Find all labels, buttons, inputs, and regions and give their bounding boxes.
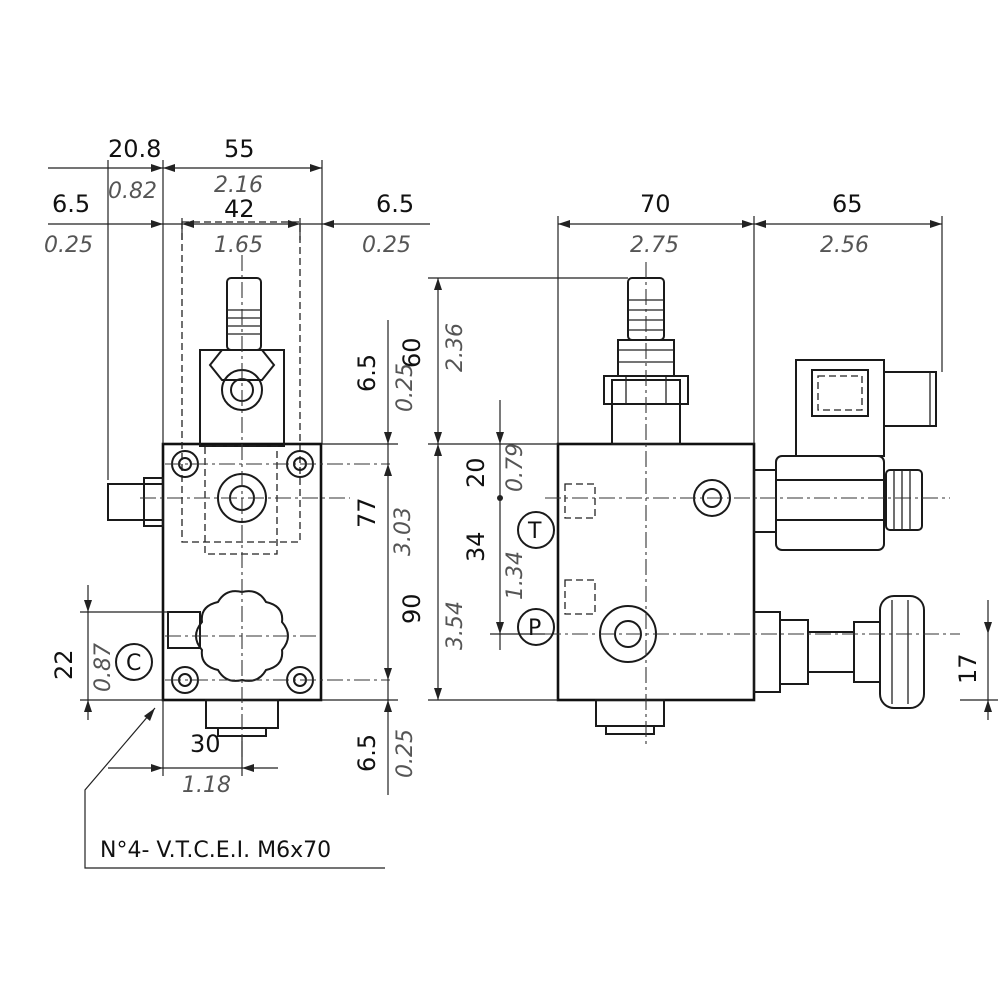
dim-right-6-5-mm: 6.5 <box>376 190 414 218</box>
dim-20-inch: 0.79 <box>503 443 528 492</box>
left-hex-nut-icon <box>208 349 276 381</box>
solenoid-coil-icon <box>775 455 885 551</box>
dimension-labels: 20.8 0.82 55 2.16 42 1.65 6.5 0.25 6.5 0… <box>44 135 982 798</box>
dim-22-inch: 0.87 <box>91 643 116 692</box>
dim-6-5-upper-inch: 0.25 <box>393 363 418 412</box>
dim-65-mm: 65 <box>832 190 863 218</box>
port-c-label: C <box>126 651 141 676</box>
dim-left-6-5-inch: 0.25 <box>44 233 93 258</box>
dim-20-8-mm: 20.8 <box>108 135 161 163</box>
dim-65-inch: 2.56 <box>820 233 869 258</box>
left-top-stem <box>226 277 262 351</box>
port-p-circle <box>517 608 555 646</box>
dim-70-inch: 2.75 <box>630 233 679 258</box>
left-dimension-lines <box>48 160 430 869</box>
dim-60-mm: 60 <box>398 337 426 368</box>
port-t-circle <box>517 511 555 549</box>
dim-55-mm: 55 <box>224 135 255 163</box>
dim-6-5-lower-mm: 6.5 <box>353 734 381 772</box>
port-c-circle <box>115 643 153 681</box>
dim-17-mm: 17 <box>954 653 982 684</box>
dim-34-inch: 1.34 <box>503 551 528 600</box>
dim-70-mm: 70 <box>640 190 671 218</box>
dim-left-6-5-mm: 6.5 <box>52 190 90 218</box>
dim-42-inch: 1.65 <box>214 233 263 258</box>
dim-right-6-5-inch: 0.25 <box>362 233 411 258</box>
dim-20-8-inch: 0.82 <box>108 179 157 204</box>
screw-note: N°4- V.T.C.E.I. M6x70 <box>100 838 331 863</box>
dim-42-mm: 42 <box>224 195 255 223</box>
right-dimension-lines <box>428 216 998 720</box>
right-view <box>545 262 960 745</box>
dim-22-mm: 22 <box>50 649 78 680</box>
dim-60-inch: 2.36 <box>443 323 468 372</box>
dim-77-mm: 77 <box>353 497 381 528</box>
port-t-label: T <box>527 519 542 544</box>
dim-90-mm: 90 <box>398 593 426 624</box>
dim-6-5-upper-mm: 6.5 <box>353 354 381 392</box>
port-markers: C T P <box>115 511 555 681</box>
dim-55-inch: 2.16 <box>214 173 263 198</box>
dim-6-5-lower-inch: 0.25 <box>393 729 418 778</box>
dim-20-mm: 20 <box>462 457 490 488</box>
dim-77-inch: 3.03 <box>391 507 416 556</box>
dim-90-inch: 3.54 <box>443 601 468 650</box>
port-p-label: P <box>528 616 541 641</box>
left-view <box>107 221 390 760</box>
dim-34-mm: 34 <box>462 531 490 562</box>
dim-30-inch: 1.18 <box>182 773 231 798</box>
right-block-body <box>556 442 756 702</box>
dim-30-mm: 30 <box>190 730 221 758</box>
